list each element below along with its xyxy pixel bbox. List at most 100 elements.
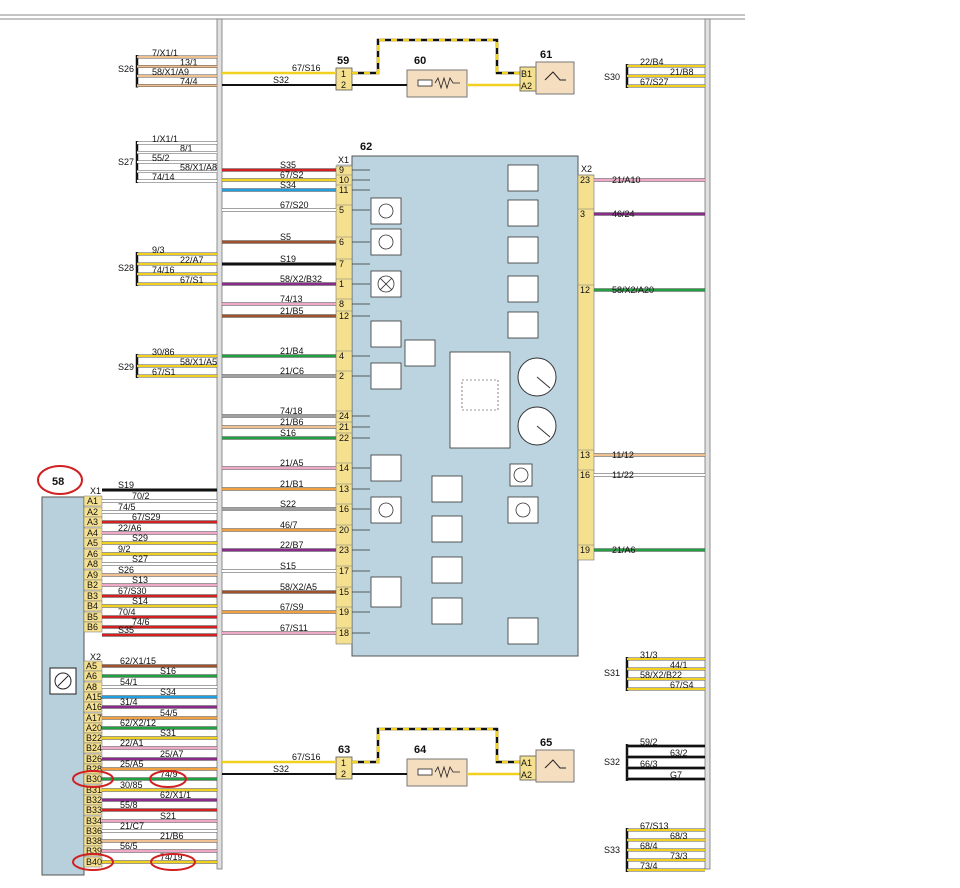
c62-x1-wire-label: 21/B6	[280, 417, 304, 427]
c62-x1-pin: 21	[339, 422, 349, 432]
c62-x1-pin: 16	[339, 504, 349, 514]
c59-wire-2: S32	[273, 75, 289, 85]
c62-x1-wire-label: 67/S2	[280, 170, 304, 180]
c62-x1-wire-label: 21/A5	[280, 458, 304, 468]
c62-x1-pin: 11	[339, 185, 348, 195]
c59-pin-1: 1	[341, 69, 346, 79]
c62-x1-pin: 20	[339, 525, 349, 535]
c62-x1-pin: 24	[339, 411, 349, 421]
c62-x1-wire-label: 21/B4	[280, 346, 304, 356]
c58-x2-wire-label: 54/1	[120, 677, 138, 687]
c62-x1-wire-label: 58/X2/A5	[280, 582, 317, 592]
c62-x1-wire-label: S16	[280, 428, 296, 438]
c58-x1-pin: B2	[87, 580, 98, 590]
component-65-label: 65	[540, 737, 552, 749]
component-61-body	[535, 61, 575, 95]
c58-x1-wire-label: S14	[132, 596, 148, 606]
c58-x1-pin: A4	[87, 528, 98, 538]
c62-x1-pin: 13	[339, 484, 349, 494]
c59-pin-2: 2	[341, 80, 346, 90]
c58-x2-pin: B39	[86, 846, 102, 856]
c58-x1-wire-label: S27	[132, 554, 148, 564]
c62-x1-pin: 9	[339, 165, 344, 175]
switch-icon	[544, 759, 566, 769]
c62-x1-wire-label: 46/7	[280, 520, 298, 530]
c62-x1-pin: 2	[339, 371, 344, 381]
rear-fog-lamp-icon	[370, 197, 402, 225]
c58-x2-wire-label: S21	[160, 811, 176, 821]
c61-pin-a2: A2	[521, 81, 532, 91]
c58-x2-pin: B32	[86, 795, 102, 805]
splice-wire-label: 58/X1/A9	[152, 67, 189, 77]
c62-x1-wire-label: 67/S20	[280, 200, 309, 210]
splice-groups: S267/X1/113/158/X1/A974/4S271/X1/18/155/…	[118, 48, 705, 872]
splice-s30-label: S30	[604, 72, 620, 82]
c62-x2-label: X2	[581, 164, 592, 174]
c58-x2-wire-label: S16	[160, 666, 176, 676]
oil-pressure-icon	[404, 339, 436, 367]
c58-x1-wire-label: S29	[132, 533, 148, 543]
check-engine-icon	[370, 270, 402, 298]
c62-x1-pin: 12	[339, 311, 349, 321]
c58-x2-wire-label: 62/X1/15	[120, 656, 156, 666]
c58-x1-wire-label: S13	[132, 575, 148, 585]
c62-x2-pin: 13	[580, 450, 590, 460]
c62-x1-pin: 1	[339, 279, 344, 289]
splice-wire-label: 73/3	[670, 851, 688, 861]
c62-x2-pin: 12	[580, 285, 590, 295]
c58-x1-label: X1	[90, 486, 101, 496]
c62-x1-wire-label: 22/B7	[280, 540, 304, 550]
c61-pin-b1: B1	[521, 69, 532, 79]
turn-signal-icon	[370, 576, 402, 608]
c58-x2-pin: B28	[86, 764, 102, 774]
c62-x1-wire-label: 21/B5	[280, 306, 304, 316]
c58-x2-wire-label: 62/X2/12	[120, 718, 156, 728]
c62-x1-pin: 23	[339, 545, 349, 555]
splice-s31-label: S31	[604, 668, 620, 678]
c58-x2-pin: A15	[86, 692, 102, 702]
c62-x1-wire-label: 21/B1	[280, 479, 304, 489]
c58-x2-pin: A5	[86, 661, 97, 671]
c58-x1-wire-label: S35	[118, 625, 134, 635]
c62-x1-pin: 10	[339, 175, 349, 185]
splice-wire-label: 67/S27	[640, 77, 669, 87]
heater-element-icon	[417, 76, 460, 90]
parking-brake-icon	[370, 496, 402, 524]
splice-wire-label: 13/1	[180, 58, 198, 68]
c62-x2-wire-label: 11/12	[612, 450, 634, 460]
splice-wire-label: 58/X2/B22	[640, 670, 682, 680]
component-59-label: 59	[337, 55, 349, 67]
component-59-connector	[335, 67, 353, 91]
c58-x1-pin: B6	[87, 622, 98, 632]
component-63-label: 63	[338, 744, 350, 756]
c58-x1-pin: A9	[87, 570, 98, 580]
ecu-symbol-icon	[49, 667, 77, 695]
c62-x2-pin: 23	[580, 175, 590, 185]
c58-x1-pin: A6	[87, 549, 98, 559]
c62-x1-pins: 9S351067/S211S34567/S206S57S19158/X2/B32…	[222, 160, 370, 638]
c58-x2-pin: B36	[86, 826, 102, 836]
c58-x1-pin: B5	[87, 612, 98, 622]
c62-x1-pin: 5	[339, 205, 344, 215]
splice-wire-label: 74/14	[152, 172, 175, 182]
heater-element-icon	[417, 765, 460, 779]
brake-wear-icon	[507, 496, 539, 524]
c58-x2-wire-label: 25/A5	[120, 759, 144, 769]
coolant-temp-icon	[370, 362, 402, 390]
low-beam-icon	[431, 597, 463, 625]
splice-s26-label: S26	[118, 64, 134, 74]
splice-wire-label: G7	[670, 770, 682, 780]
c58-x2-wire-label: 62/X1/1	[160, 790, 191, 800]
display-module-icon	[449, 351, 511, 449]
splice-wire-label: 67/S1	[180, 275, 204, 285]
component-64-label: 64	[414, 744, 427, 756]
highlight-b30	[72, 770, 114, 788]
c63-wire-2: S32	[273, 764, 289, 774]
c58-x1-pin: A5	[87, 538, 98, 548]
c58-x2-pin: A20	[86, 723, 102, 733]
fuel-level-icon	[507, 311, 539, 339]
c58-x2-pin: A16	[86, 702, 102, 712]
c58-x2-wire-label: 25/A7	[160, 749, 184, 759]
